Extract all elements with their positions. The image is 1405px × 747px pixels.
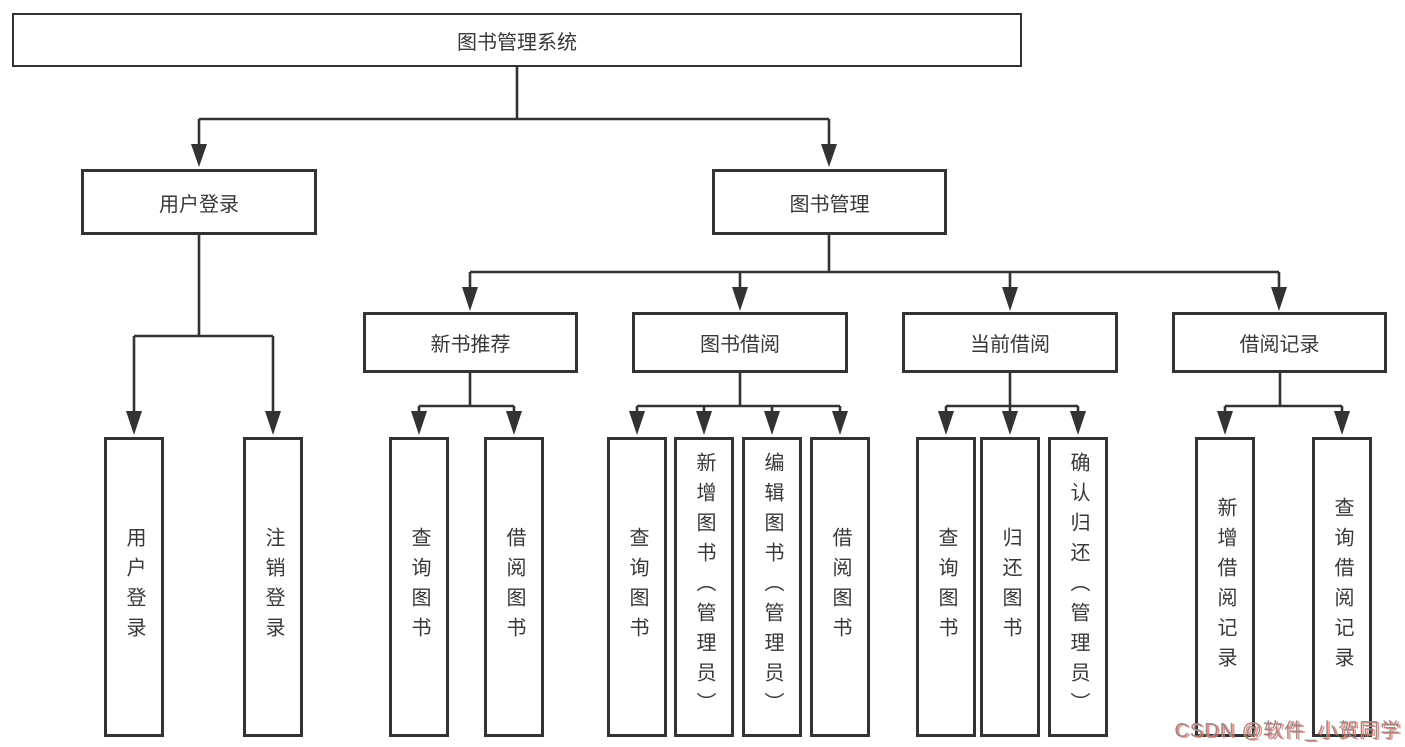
leaf-confirm-return-admin-label: 确认归还（管理员）	[1067, 452, 1089, 722]
leaf-logout-login: 注销登录	[243, 437, 303, 737]
leaf-borrow-book-borrow-label: 借阅图书	[829, 527, 851, 647]
node-new-book-recommend: 新书推荐	[363, 312, 578, 373]
leaf-add-book-admin: 新增图书（管理员）	[674, 437, 734, 737]
leaf-query-borrow-record: 查询借阅记录	[1312, 437, 1372, 737]
leaf-add-borrow-record-label: 新增借阅记录	[1214, 497, 1236, 677]
node-library-management-system: 图书管理系统	[12, 13, 1022, 67]
leaf-add-borrow-record: 新增借阅记录	[1195, 437, 1255, 737]
node-user-login: 用户登录	[81, 169, 317, 235]
leaf-borrow-book-borrow: 借阅图书	[810, 437, 870, 737]
leaf-user-login-label: 用户登录	[123, 527, 145, 647]
node-book-borrowing: 图书借阅	[632, 312, 848, 373]
csdn-watermark: CSDN @软件_小贺同学	[1174, 720, 1401, 742]
leaf-query-book-newrec-label: 查询图书	[408, 527, 430, 647]
leaf-return-book: 归还图书	[980, 437, 1040, 737]
leaf-query-book-borrow: 查询图书	[607, 437, 667, 737]
leaf-borrow-book-newrec: 借阅图书	[484, 437, 544, 737]
leaf-return-book-label: 归还图书	[999, 527, 1021, 647]
leaf-user-login: 用户登录	[104, 437, 164, 737]
leaf-query-book-current: 查询图书	[916, 437, 976, 737]
leaf-query-book-current-label: 查询图书	[935, 527, 957, 647]
leaf-query-book-newrec: 查询图书	[389, 437, 449, 737]
leaf-confirm-return-admin: 确认归还（管理员）	[1048, 437, 1108, 737]
node-current-borrowing: 当前借阅	[902, 312, 1118, 373]
leaf-borrow-book-newrec-label: 借阅图书	[503, 527, 525, 647]
node-borrow-records: 借阅记录	[1172, 312, 1387, 373]
leaf-add-book-admin-label: 新增图书（管理员）	[693, 452, 715, 722]
leaf-query-borrow-record-label: 查询借阅记录	[1331, 497, 1353, 677]
leaf-edit-book-admin-label: 编辑图书（管理员）	[761, 452, 783, 722]
leaf-edit-book-admin: 编辑图书（管理员）	[742, 437, 802, 737]
leaf-logout-login-label: 注销登录	[262, 527, 284, 647]
node-book-management: 图书管理	[712, 169, 947, 235]
leaf-query-book-borrow-label: 查询图书	[626, 527, 648, 647]
